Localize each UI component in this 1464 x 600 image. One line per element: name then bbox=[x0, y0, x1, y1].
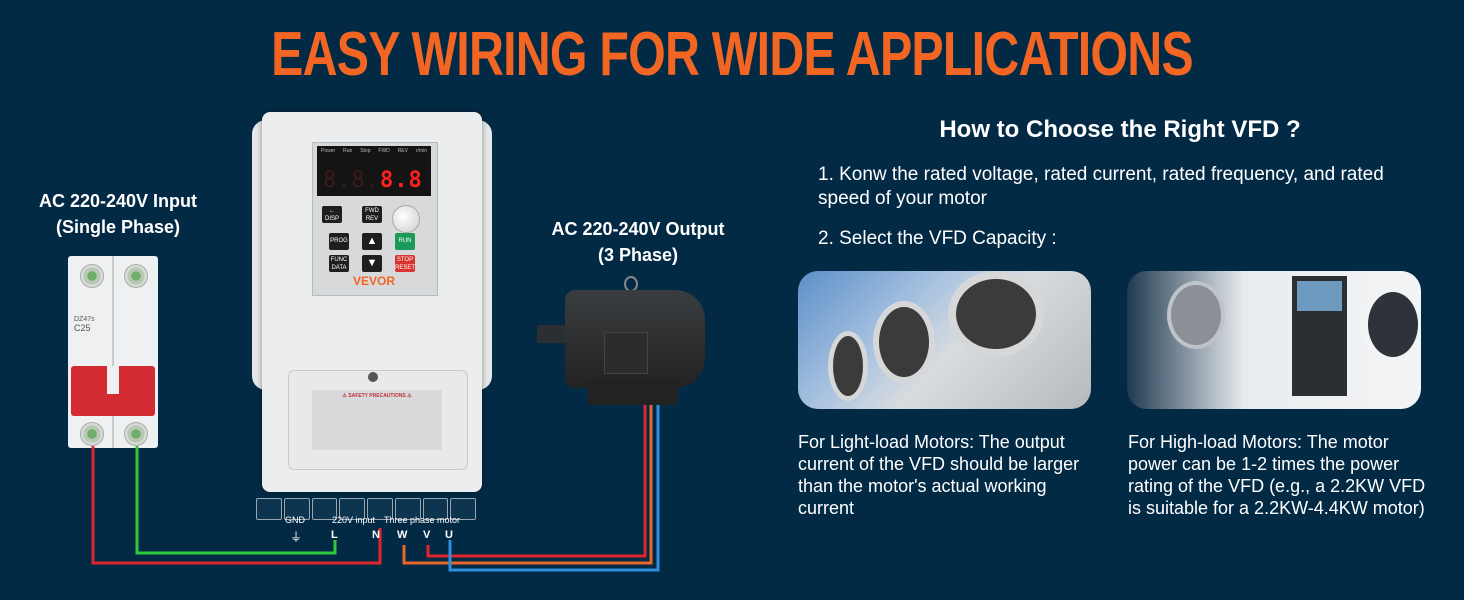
safety-label: ⚠ SAFETY PRECAUTIONS ⚠ bbox=[312, 390, 442, 450]
terminal-V: V bbox=[423, 529, 431, 541]
headline: EASY WIRING FOR WIDE APPLICATIONS bbox=[271, 20, 1194, 89]
wire-red-output bbox=[426, 405, 647, 558]
speed-knob[interactable] bbox=[392, 205, 420, 233]
light-load-fans-image bbox=[798, 271, 1091, 409]
run-key[interactable]: RUN bbox=[395, 233, 415, 250]
wire-orange-output bbox=[402, 405, 653, 565]
input-label: AC 220-240V Input (Single Phase) bbox=[8, 188, 228, 240]
output-label-line2: (3 Phase) bbox=[597, 245, 679, 265]
light-load-description: For Light-load Motors: The output curren… bbox=[798, 432, 1080, 518]
terminal-U: U bbox=[445, 529, 453, 541]
input-label-line2: (Single Phase) bbox=[55, 217, 181, 237]
terminal-W: W bbox=[397, 529, 408, 541]
wire-blue-output bbox=[448, 405, 660, 572]
terminal-L: L bbox=[331, 529, 338, 541]
cover-screw-icon bbox=[368, 372, 378, 382]
wire-red-input bbox=[91, 446, 382, 565]
disp-key[interactable]: ←DISP bbox=[322, 206, 342, 223]
ground-icon: ⏚ bbox=[290, 530, 303, 544]
guide-title: How to Choose the Right VFD ? bbox=[939, 116, 1301, 143]
screw-icon bbox=[124, 264, 148, 288]
breaker-handle bbox=[71, 366, 155, 416]
motor-shaft bbox=[537, 325, 567, 343]
screw-icon bbox=[124, 422, 148, 446]
screw-icon bbox=[80, 264, 104, 288]
input-label-line1: AC 220-240V Input bbox=[38, 191, 198, 211]
output-label: AC 220-240V Output (3 Phase) bbox=[528, 216, 748, 268]
display-value: 8.8 bbox=[379, 168, 423, 193]
brand-logo: VEVOR bbox=[352, 274, 395, 288]
input-terminal-label: 220V input bbox=[332, 515, 376, 525]
guide-step-2: 2. Select the VFD Capacity : bbox=[818, 228, 1057, 249]
high-load-description: For High-load Motors: The motor power ca… bbox=[1128, 432, 1426, 518]
wire-green-input bbox=[135, 446, 337, 555]
guide-step-1: 1. Konw the rated voltage, rated current… bbox=[818, 164, 1384, 209]
high-load-cnc-image bbox=[1127, 271, 1421, 409]
up-key[interactable]: ▲ bbox=[362, 233, 382, 250]
screw-icon bbox=[80, 422, 104, 446]
gnd-label: GND bbox=[285, 515, 305, 525]
motor-junction-box bbox=[604, 332, 648, 374]
output-label-line1: AC 220-240V Output bbox=[551, 219, 725, 239]
terminal-block bbox=[256, 498, 478, 520]
motor-terminal-label: Three phase motor bbox=[384, 515, 461, 525]
terminal-N: N bbox=[372, 529, 380, 541]
motor-base bbox=[588, 380, 678, 405]
prog-key[interactable]: PROG bbox=[329, 233, 349, 250]
down-key[interactable]: ▼ bbox=[362, 255, 382, 272]
